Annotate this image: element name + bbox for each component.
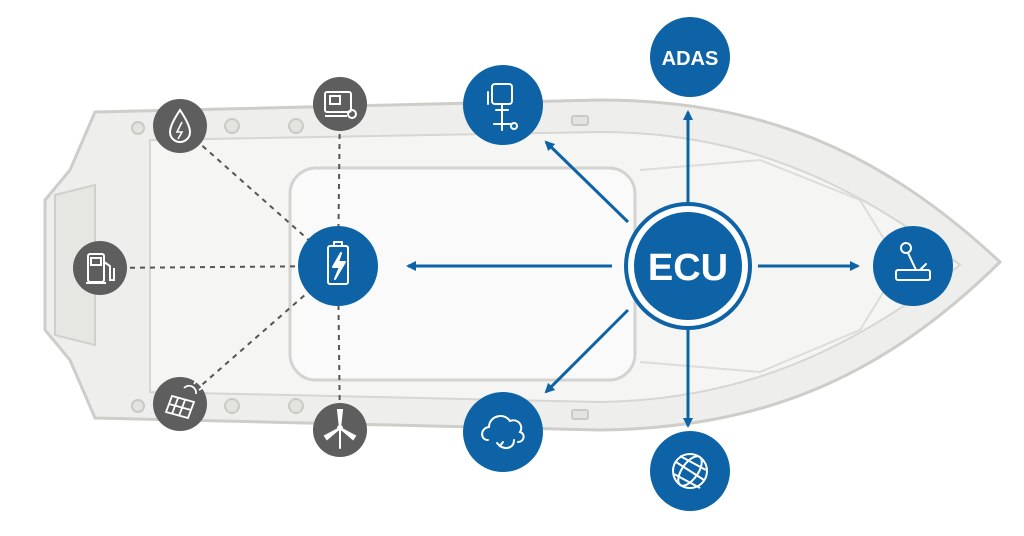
outboard-motor-icon bbox=[487, 83, 518, 131]
fuel-pump-icon bbox=[86, 253, 115, 284]
cloud-sync-icon bbox=[481, 415, 525, 449]
generator-icon bbox=[324, 91, 357, 119]
propulsion-node bbox=[463, 65, 543, 145]
solar-panel-icon bbox=[164, 380, 203, 420]
globe-icon bbox=[672, 453, 708, 489]
fuel-node bbox=[73, 241, 127, 295]
generator-node bbox=[313, 77, 367, 131]
adas-label: ADAS bbox=[662, 48, 719, 70]
connectivity-node bbox=[650, 431, 730, 511]
battery-icon bbox=[327, 241, 349, 285]
hydrogen-node bbox=[153, 99, 207, 153]
joystick-icon bbox=[895, 242, 931, 281]
water-drop-icon bbox=[168, 108, 192, 144]
ecu-arrows bbox=[406, 110, 860, 428]
steering-node bbox=[873, 226, 953, 306]
solar-node bbox=[153, 377, 207, 431]
battery-node bbox=[298, 226, 378, 306]
wind-turbine-icon bbox=[323, 409, 357, 449]
wind-node bbox=[313, 403, 367, 457]
ecu-label: ECU bbox=[648, 247, 728, 289]
ecu-hub: ECU bbox=[624, 202, 752, 330]
adas-node: ADAS bbox=[650, 17, 730, 97]
hull-fittings bbox=[131, 115, 589, 420]
cloud-node bbox=[463, 392, 543, 472]
